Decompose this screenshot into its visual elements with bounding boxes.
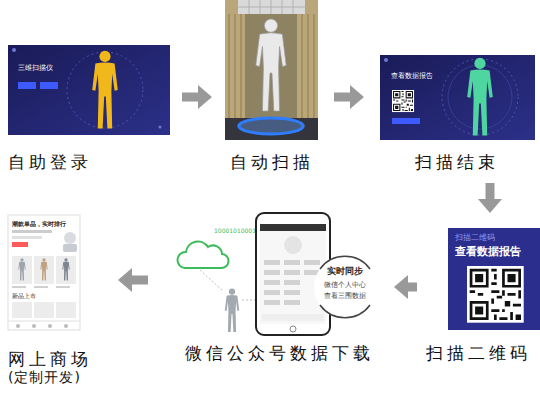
step-panel: 自助登录: [4, 40, 172, 172]
flow-arrow: [408, 283, 417, 292]
step-panel: 扫描结束: [376, 50, 538, 172]
step-caption: 微信公众号数据下载: [185, 343, 374, 363]
step-panel: 扫描二维码: [421, 224, 536, 363]
flow-arrow: [132, 276, 148, 285]
step-caption: (定制开发): [8, 369, 81, 386]
step-caption: 自动扫描: [230, 152, 314, 172]
screen-text: 潮款单品，实时排行: [12, 220, 66, 227]
step-caption: 自助登录: [8, 152, 92, 172]
step-caption: 网上商场: [8, 349, 92, 369]
screen-text: 微信个人中心: [324, 281, 366, 289]
flow-arrow: [334, 93, 350, 102]
screen-text: 10001010001: [214, 227, 256, 234]
screen-text: 查看数据报告: [391, 72, 433, 80]
screen-text: 查看三围数据: [324, 292, 366, 300]
flow-arrow: [486, 183, 495, 199]
screen-text: 新品上市: [12, 292, 36, 299]
screen-text: 实时同步: [327, 266, 363, 277]
step-caption: 扫描二维码: [426, 343, 531, 363]
flow-arrow: [182, 93, 198, 102]
screen-text: 扫描二维码: [455, 233, 495, 243]
screen-text: 查看数据报告: [455, 245, 521, 258]
screen-text: 三维扫描仪: [18, 64, 53, 72]
step-panel: 自动扫描: [222, 0, 322, 172]
step-caption: 扫描结束: [415, 152, 499, 172]
